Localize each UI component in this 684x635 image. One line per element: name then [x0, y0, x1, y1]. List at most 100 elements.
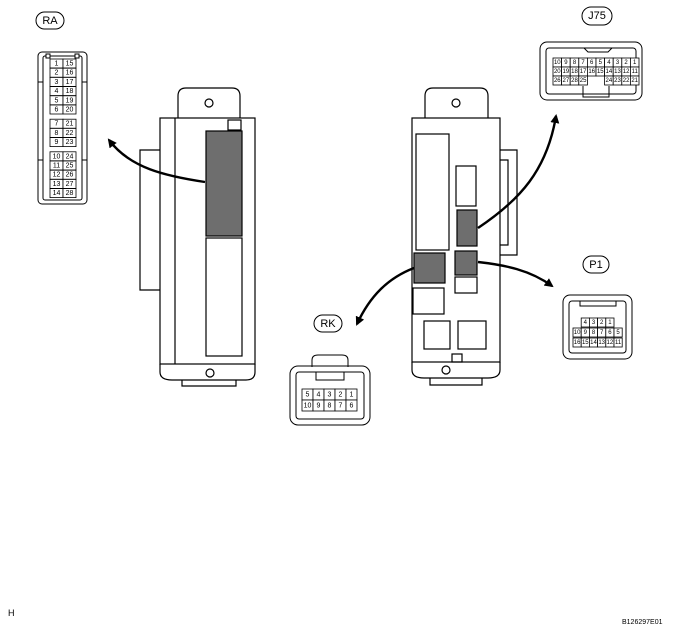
- pin-number: 12: [53, 172, 61, 179]
- connector-pin: 13: [49, 178, 64, 189]
- connector-pin: 2: [597, 317, 607, 328]
- pin-number: 26: [554, 78, 561, 84]
- connector-pin: 7: [578, 57, 588, 68]
- connector-pin: 16: [587, 66, 597, 77]
- connector-pin: 14: [49, 188, 64, 199]
- connector-pin: 13: [612, 66, 623, 77]
- connector-pin: 14: [604, 66, 614, 77]
- connector-pin: 17: [62, 77, 77, 87]
- pin-number: 13: [614, 69, 621, 75]
- pin-number: 11: [632, 69, 639, 75]
- pin-number: 2: [600, 320, 604, 326]
- connector-pin: 25: [578, 75, 588, 86]
- pin-number: 25: [66, 163, 74, 170]
- pin-number: 8: [592, 330, 596, 336]
- pin-number: 15: [582, 340, 589, 346]
- pin-number: 19: [563, 69, 570, 75]
- pin-number: 10: [53, 153, 61, 160]
- connector-pin: 20: [552, 66, 563, 77]
- connector-pin: 2: [621, 57, 631, 68]
- arrow-to-p1: [477, 260, 554, 288]
- pin-cell: [62, 104, 77, 115]
- pin-number: 18: [571, 69, 578, 75]
- connector-pin: 4: [49, 86, 64, 96]
- connector-pin: 3: [49, 77, 64, 87]
- footer-figure-code: B126297E01: [622, 619, 663, 626]
- pin-number: 12: [607, 340, 614, 346]
- connector-pin: 20: [62, 104, 77, 115]
- pin-number: 5: [55, 97, 59, 104]
- connector-pin: 26: [62, 169, 77, 180]
- pin-number: 7: [55, 121, 59, 128]
- connector-pin: 7: [49, 118, 64, 129]
- pin-number: 17: [66, 79, 74, 86]
- pin-cell: [62, 137, 77, 148]
- pin-number: 2: [624, 60, 628, 66]
- pin-number: 3: [55, 79, 59, 86]
- pin-number: 1: [55, 61, 59, 68]
- connector-pin: 5: [595, 57, 606, 68]
- arrow-to-ra: [107, 138, 206, 184]
- connector-pin: 5: [49, 95, 64, 106]
- pin-number: 6: [55, 107, 59, 114]
- pin-number: 10: [574, 330, 581, 336]
- connector-pin: 15: [595, 66, 606, 77]
- right-block-shaded-slot-p1: [454, 250, 478, 276]
- pin-number: 4: [317, 392, 321, 399]
- left-junction-block: [139, 87, 256, 387]
- footer-left-code: H: [8, 608, 15, 618]
- connector-pin: 9: [580, 327, 590, 338]
- pin-number: 9: [55, 139, 59, 146]
- pin-number: 7: [581, 60, 585, 66]
- connector-pin: 11: [49, 160, 64, 171]
- p1-badge: P1: [582, 255, 610, 274]
- pin-number: 21: [631, 78, 638, 84]
- pin-number: 1: [633, 60, 637, 66]
- pin-number: 21: [66, 121, 74, 128]
- connector-pin: 7: [597, 327, 607, 338]
- pin-number: 3: [328, 392, 332, 399]
- connector-pin: 28: [569, 75, 580, 86]
- arrow-to-j75: [477, 114, 560, 229]
- j75-badge: J75: [581, 6, 613, 26]
- connector-pin: 22: [621, 75, 631, 86]
- pin-number: 16: [574, 340, 581, 346]
- connector-pin: 6: [605, 327, 615, 338]
- connector-pin: 10: [552, 57, 563, 68]
- pin-number: 3: [616, 60, 620, 66]
- pin-number: 27: [563, 78, 570, 84]
- connector-pin: 10: [301, 399, 314, 412]
- connector-pin: 16: [62, 67, 77, 78]
- pin-number: 22: [623, 78, 630, 84]
- pin-number: 19: [66, 97, 74, 104]
- pin-number: 13: [53, 181, 61, 188]
- connector-pin: 4: [580, 317, 590, 328]
- pin-number: 23: [614, 78, 621, 84]
- pin-number: 18: [66, 88, 74, 95]
- connector-pin: 6: [587, 57, 597, 68]
- ra-badge: RA: [35, 11, 65, 30]
- pin-number: 4: [584, 320, 588, 326]
- pin-number: 14: [53, 190, 61, 197]
- pin-number: 12: [623, 69, 630, 75]
- pin-cell: [630, 75, 640, 86]
- connector-pin: 11: [630, 66, 640, 77]
- pin-number: 4: [607, 60, 611, 66]
- pin-cell: [578, 75, 588, 86]
- pin-number: 10: [554, 60, 561, 66]
- connector-pin: 9: [312, 399, 325, 412]
- left-block-shaded-slot: [205, 130, 243, 237]
- connector-pin: 27: [561, 75, 571, 86]
- connector-pin: 9: [49, 137, 64, 148]
- connector-pin: 24: [62, 151, 77, 162]
- pin-number: 15: [597, 69, 604, 75]
- right-block-shaded-slot-rk: [413, 252, 446, 284]
- pin-number: 23: [66, 139, 74, 146]
- pin-number: 24: [66, 153, 74, 160]
- connector-pin: 24: [604, 75, 614, 86]
